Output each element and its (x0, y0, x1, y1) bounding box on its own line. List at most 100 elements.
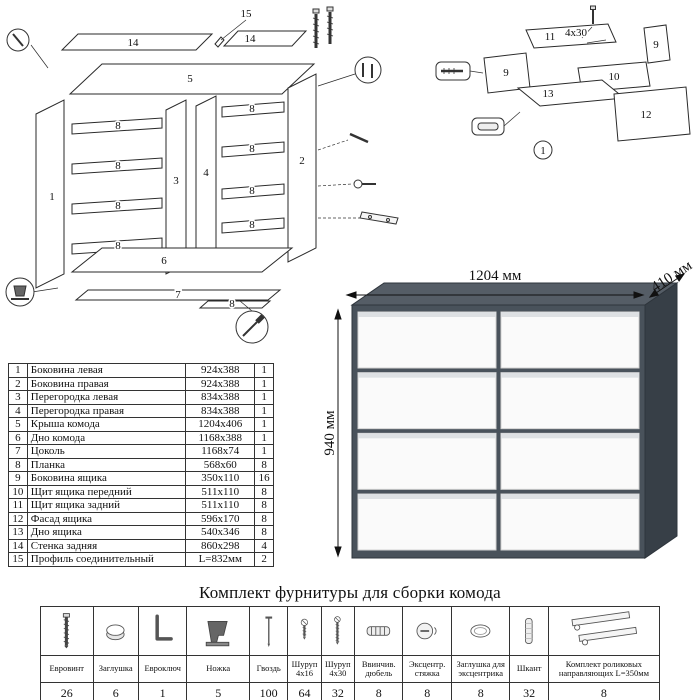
parts-cell-qty: 2 (254, 552, 274, 567)
part-number-label: 5 (187, 73, 193, 85)
partition-right (195, 95, 217, 271)
parts-cell-size: 924x388 (185, 376, 256, 391)
parts-cell-num: 2 (8, 376, 28, 391)
bottom-panel (70, 247, 294, 273)
back-panel-right (222, 30, 308, 47)
parts-cell-qty: 1 (254, 430, 274, 445)
parts-cell-size: L=832мм (185, 552, 256, 567)
parts-cell-name: Планка (26, 457, 187, 472)
hardware-qty: 64 (287, 682, 322, 700)
screw-4x16-icon (287, 606, 322, 656)
callout-number: 1 (540, 145, 546, 157)
rail-hole (386, 218, 390, 222)
hardware-name: Евроключ (137, 655, 188, 683)
parts-cell-name: Боковина левая (26, 363, 187, 378)
part-number-label: 8 (249, 143, 255, 155)
parts-cell-size: 834x388 (185, 390, 256, 405)
leg-icon (186, 606, 250, 656)
parts-cell-size: 1168x74 (185, 444, 256, 459)
rail-hole (368, 215, 372, 219)
parts-cell-num: 12 (8, 511, 28, 526)
part-number-label: 8 (115, 120, 121, 132)
hardware-name: Ножка (186, 655, 250, 683)
part-number-label: 7 (175, 289, 181, 301)
drawer-groove (501, 494, 639, 500)
parts-cell-num: 15 (8, 552, 28, 567)
hardware-qty: 26 (40, 682, 94, 700)
part-number-label: 4 (203, 167, 209, 179)
part-number-label: 8 (115, 240, 121, 252)
roller-guides-icon (547, 606, 661, 656)
part-number-label: 3 (173, 175, 179, 187)
parts-cell-num: 13 (8, 525, 28, 540)
drawer-front (500, 432, 640, 490)
parts-cell-size: 1204x406 (185, 417, 256, 432)
dresser-top-face (350, 282, 679, 306)
screw-icon (349, 132, 369, 144)
fastener-details (317, 132, 399, 225)
parts-cell-size: 511x110 (185, 484, 256, 499)
hardware-qty: 6 (92, 682, 139, 700)
dimension-lines (334, 273, 686, 558)
parts-cell-qty: 8 (254, 457, 274, 472)
nail-icon (248, 606, 289, 656)
parts-cell-size: 511x110 (185, 498, 256, 513)
leader-lines (30, 19, 356, 312)
parts-cell-num: 10 (8, 484, 28, 499)
hardware-qty: 8 (353, 682, 404, 700)
parts-cell-size: 350x110 (185, 471, 256, 486)
hardware-qty: 8 (450, 682, 511, 700)
hardware-qty: 32 (320, 682, 355, 700)
part-number-label: 2 (299, 155, 305, 167)
dowel-callout (471, 111, 521, 136)
parts-cell-name: Щит ящика передний (26, 484, 187, 499)
drawer-front (500, 311, 640, 369)
threaded-dowel-icon (353, 606, 404, 656)
drawer-groove (358, 494, 496, 500)
part-number-label: 15 (241, 8, 253, 20)
parts-cell-name: Стенка задняя (26, 538, 187, 553)
hardware-name: Эксцентр. стяжка (402, 655, 452, 683)
parts-cell-qty: 1 (254, 376, 274, 391)
parts-cell-qty: 1 (254, 403, 274, 418)
parts-cell-qty: 1 (254, 417, 274, 432)
parts-cell-size: 568x60 (185, 457, 256, 472)
width-dimension-label: 1204 мм (469, 268, 522, 284)
drawer-groove (501, 312, 639, 317)
plank (221, 101, 285, 118)
part-number-label: 9 (653, 39, 659, 51)
parts-cell-num: 9 (8, 471, 28, 486)
parts-cell-name: Перегородка левая (26, 390, 187, 405)
parts-cell-size: 924x388 (185, 363, 256, 378)
part-number-label: 8 (249, 103, 255, 115)
hardware-icon-row (40, 606, 661, 656)
plank (198, 300, 272, 309)
left-side-panel (35, 99, 65, 289)
parts-cell-size: 540x346 (185, 525, 256, 540)
drawer-screw-icon (581, 5, 607, 44)
hardware-qty: 100 (248, 682, 289, 700)
hardware-name: Комплект роликовых направляющих L=350мм (547, 655, 661, 683)
drawer-rail-icon (359, 211, 399, 225)
part-number-label: 13 (543, 88, 555, 100)
hardware-name: Ввинчив. дюбель (353, 655, 404, 683)
drawer-side-panel-right (643, 24, 671, 64)
dresser-3d-view: 1204 мм 940 мм 410 мм (322, 257, 696, 559)
